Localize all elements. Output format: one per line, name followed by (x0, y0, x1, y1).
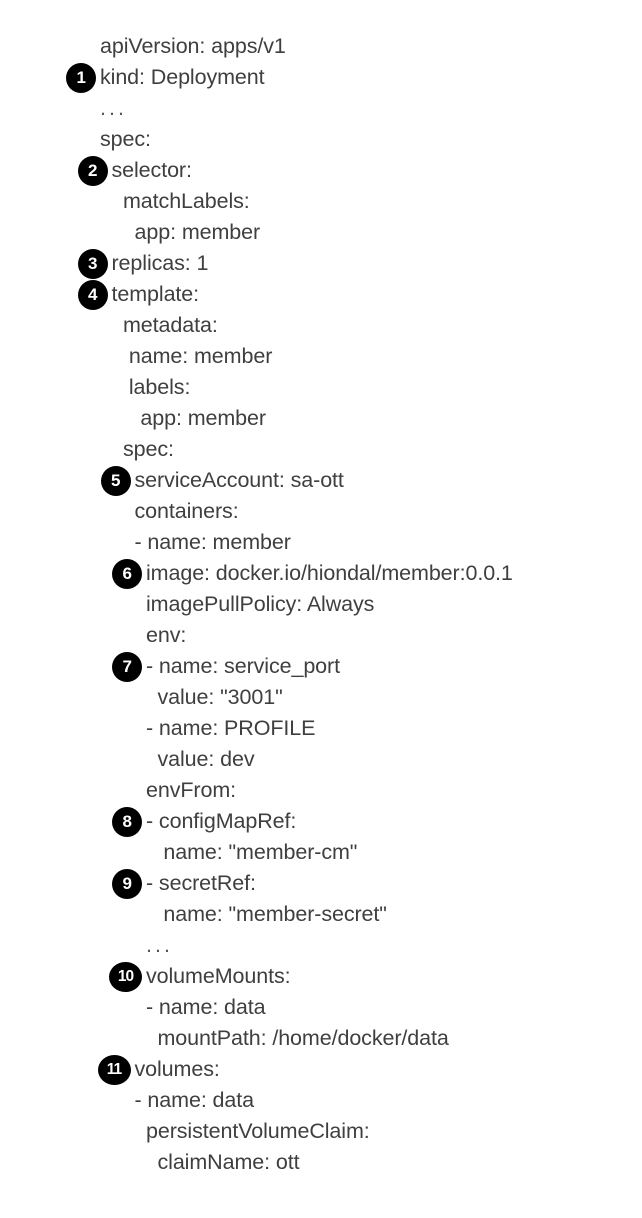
code-line-text: spec: (123, 437, 174, 461)
code-line: name: "member-secret" (0, 899, 642, 930)
code-line: 9- secretRef: (0, 868, 642, 899)
code-line: app: member (0, 217, 642, 248)
code-line-text: name: member (123, 344, 273, 368)
code-line: matchLabels: (0, 186, 642, 217)
code-line-text: - name: data (134, 1088, 255, 1112)
code-line-text: apiVersion: apps/v1 (100, 34, 286, 58)
code-line-text: matchLabels: (123, 189, 250, 213)
code-line-text: selector: (111, 158, 192, 182)
code-line: metadata: (0, 310, 642, 341)
code-line: value: "3001" (0, 682, 642, 713)
step-number-badge-4: 4 (77, 279, 108, 310)
code-line-text: labels: (123, 375, 191, 399)
code-line-text: env: (146, 623, 187, 647)
step-number-badge-1: 1 (66, 62, 96, 93)
code-line-text: kind: Deployment (100, 65, 265, 89)
code-line-text: value: dev (157, 747, 255, 771)
step-number-badge-6: 6 (112, 558, 142, 589)
ellipsis-text: ... (146, 933, 173, 957)
code-line: envFrom: (0, 775, 642, 806)
code-line-text: - secretRef: (146, 871, 256, 895)
step-number-badge-10: 10 (109, 961, 142, 992)
code-line: value: dev (0, 744, 642, 775)
code-line-text: template: (111, 282, 200, 306)
code-line: 7- name: service_port (0, 651, 642, 682)
code-line: mountPath: /home/docker/data (0, 1023, 642, 1054)
code-line-text: - configMapRef: (146, 809, 297, 833)
code-line-text: imagePullPolicy: Always (146, 592, 375, 616)
code-line-text: image: docker.io/hiondal/member:0.0.1 (146, 561, 513, 585)
code-line: containers: (0, 496, 642, 527)
step-number-badge-8: 8 (112, 806, 142, 837)
code-line-text: persistentVolumeClaim: (146, 1119, 370, 1143)
code-line: labels: (0, 372, 642, 403)
ellipsis-text: ... (100, 96, 127, 120)
code-line: app: member (0, 403, 642, 434)
code-line: claimName: ott (0, 1147, 642, 1178)
code-line: apiVersion: apps/v1 (0, 31, 642, 62)
step-number-badge-7: 7 (112, 651, 142, 682)
code-line-text: - name: PROFILE (146, 716, 316, 740)
code-line: - name: PROFILE (0, 713, 642, 744)
code-line-text: value: "3001" (157, 685, 283, 709)
code-line: ... (0, 93, 642, 124)
code-line-text: spec: (100, 127, 151, 151)
code-line: env: (0, 620, 642, 651)
code-line-text: volumes: (134, 1057, 220, 1081)
code-line: spec: (0, 124, 642, 155)
code-line: name: member (0, 341, 642, 372)
code-line: 8- configMapRef: (0, 806, 642, 837)
code-line-text: app: member (134, 220, 261, 244)
step-number-badge-5: 5 (100, 465, 131, 496)
code-line-text: - name: service_port (146, 654, 340, 678)
step-number-badge-3: 3 (77, 248, 108, 279)
code-line: - name: member (0, 527, 642, 558)
code-line-text: - name: data (146, 995, 266, 1019)
step-number-badge-9: 9 (112, 868, 142, 899)
code-line-text: containers: (134, 499, 239, 523)
code-line: - name: data (0, 1085, 642, 1116)
step-number-badge-11: 11 (97, 1054, 131, 1085)
code-line: persistentVolumeClaim: (0, 1116, 642, 1147)
code-line-text: name: "member-cm" (157, 840, 358, 864)
step-number-badge-2: 2 (77, 155, 108, 186)
code-line: name: "member-cm" (0, 837, 642, 868)
code-line-text: - name: member (134, 530, 291, 554)
code-line-text: claimName: ott (157, 1150, 300, 1174)
code-line-text: name: "member-secret" (157, 902, 387, 926)
code-line-text: mountPath: /home/docker/data (157, 1026, 449, 1050)
code-line: - name: data (0, 992, 642, 1023)
code-line-text: metadata: (123, 313, 218, 337)
code-line: imagePullPolicy: Always (0, 589, 642, 620)
code-line: spec: (0, 434, 642, 465)
code-line-text: serviceAccount: sa-ott (134, 468, 344, 492)
code-line-text: volumeMounts: (146, 964, 291, 988)
code-line-text: replicas: 1 (111, 251, 209, 275)
code-line: ... (0, 930, 642, 961)
code-line-text: envFrom: (146, 778, 236, 802)
code-line-text: app: member (134, 406, 266, 430)
